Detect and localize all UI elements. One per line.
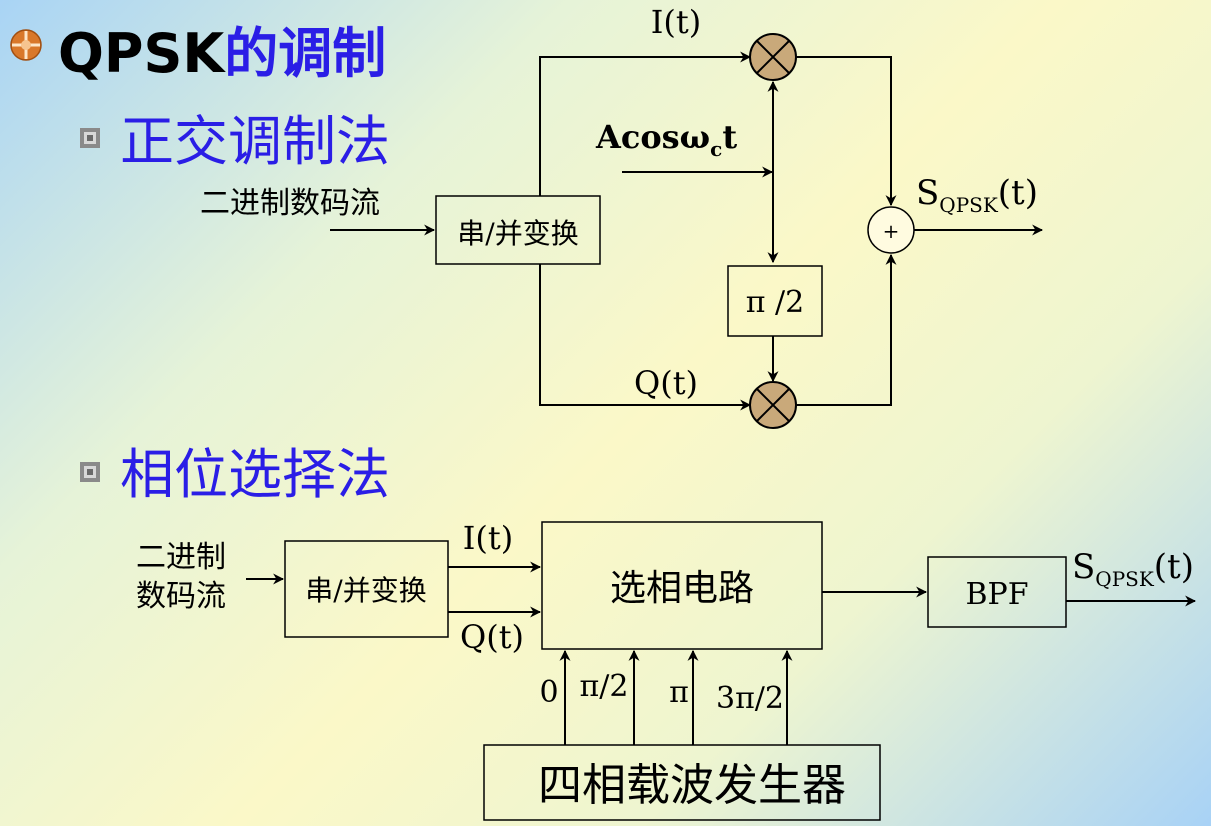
s1-carrier-label: Acosωct bbox=[595, 118, 737, 161]
s1-i-label: I(t) bbox=[651, 3, 701, 41]
s2-select-block-label: 选相电路 bbox=[610, 568, 754, 609]
multiplier-x-icon bbox=[749, 381, 797, 429]
s2-phase-pi2-label: π/2 bbox=[580, 669, 629, 704]
title-prefix: QPSK bbox=[58, 22, 226, 85]
s2-i-label: I(t) bbox=[463, 519, 513, 557]
s1-input-label: 二进制数码流 bbox=[200, 186, 380, 221]
s1-output-label: SQPSK(t) bbox=[916, 173, 1038, 217]
s2-phase-pi-label: π bbox=[669, 675, 689, 710]
s1-q-to-adder bbox=[796, 253, 897, 406]
square-bullet-icon bbox=[80, 128, 100, 148]
s2-generator-block-label: 四相载波发生器 bbox=[538, 760, 846, 811]
multiplier-x-icon bbox=[749, 33, 797, 81]
s1-i-path bbox=[539, 51, 752, 196]
s2-generator-block bbox=[483, 744, 881, 821]
section1-heading: 正交调制法 bbox=[120, 110, 390, 173]
s2-bpf-block-label: BPF bbox=[965, 577, 1028, 612]
s2-q-label: Q(t) bbox=[460, 618, 524, 656]
title-suffix: 的调制 bbox=[224, 22, 386, 85]
s2-bpf-block bbox=[927, 556, 1067, 628]
s2-input-label-line1: 二进制 bbox=[136, 540, 226, 575]
page-title: QPSK的调制 bbox=[58, 22, 386, 85]
s1-phase-block-label: π /2 bbox=[746, 285, 804, 320]
title-bullet-icon bbox=[10, 29, 42, 61]
s1-sp-block-label: 串/并变换 bbox=[457, 217, 578, 250]
s2-select-block bbox=[541, 521, 823, 650]
s2-input-label-line2: 数码流 bbox=[136, 579, 226, 614]
svg-text:+: + bbox=[883, 219, 900, 243]
adder-plus-icon: + bbox=[867, 206, 915, 254]
s2-phase-0-label: 0 bbox=[539, 675, 558, 710]
s1-phase-block bbox=[727, 265, 823, 337]
s1-sp-block bbox=[435, 195, 601, 265]
s1-q-label: Q(t) bbox=[634, 364, 698, 402]
s2-sp-block bbox=[284, 540, 449, 638]
s1-i-to-adder bbox=[796, 56, 897, 207]
s2-sp-block-label: 串/并变换 bbox=[305, 574, 426, 607]
s2-output-label: SQPSK(t) bbox=[1072, 547, 1194, 591]
s2-phase-3pi2-label: 3π/2 bbox=[716, 681, 784, 716]
square-bullet-icon bbox=[80, 462, 100, 482]
section2-heading: 相位选择法 bbox=[120, 443, 390, 506]
s1-q-path bbox=[539, 264, 752, 411]
